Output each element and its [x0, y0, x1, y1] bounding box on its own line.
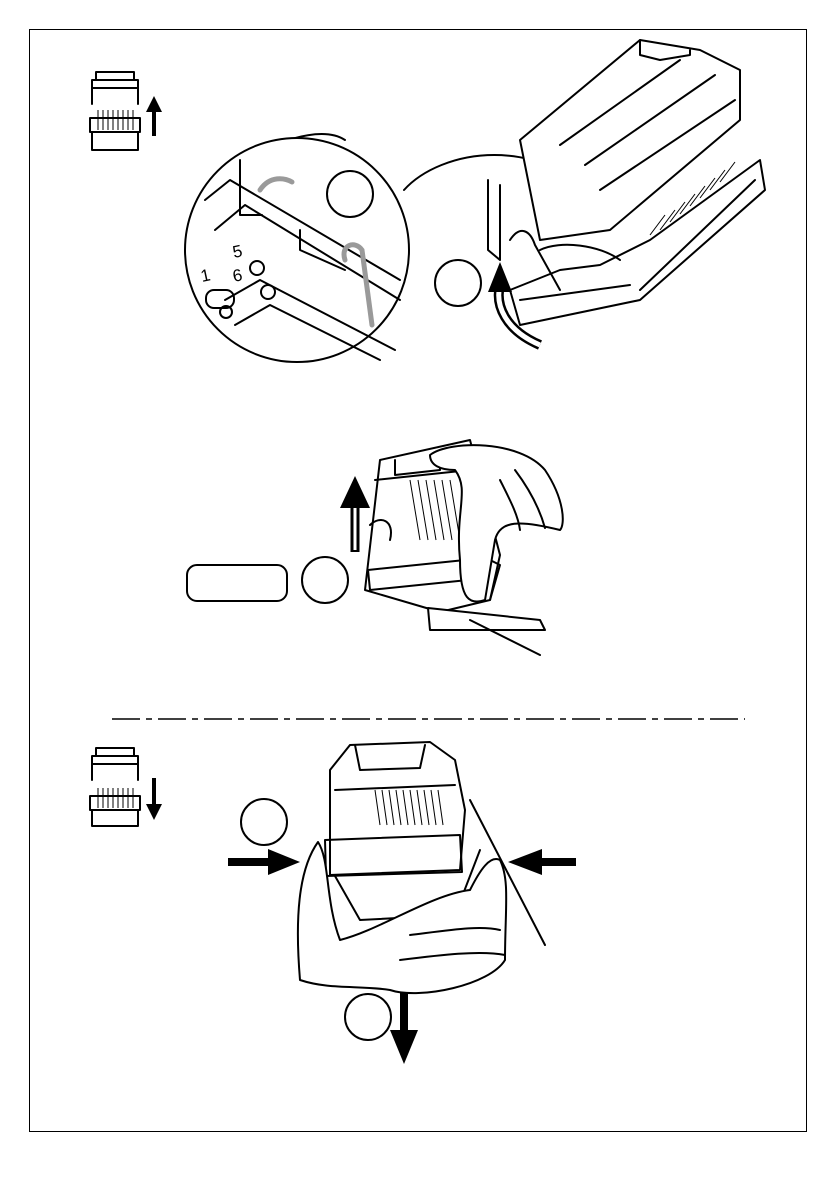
arrow-up-icon — [340, 476, 370, 552]
device-top-view — [488, 40, 765, 325]
step-badge-4 — [241, 799, 287, 845]
module-insert-view — [298, 742, 545, 993]
callout-box — [186, 564, 288, 602]
arrow-left-icon — [508, 849, 576, 875]
arrow-down-icon — [390, 992, 418, 1064]
step-badge-3 — [302, 557, 348, 603]
module-remove-icon — [90, 72, 140, 150]
step-badge-2 — [435, 260, 481, 306]
step-badge-5 — [345, 994, 391, 1040]
arrow-right-icon — [228, 849, 300, 875]
arrow-up-icon — [146, 96, 162, 136]
module-lift-view — [365, 440, 563, 655]
step-badge-1 — [327, 171, 373, 217]
arrow-down-icon — [146, 778, 162, 820]
module-insert-icon — [90, 748, 140, 826]
